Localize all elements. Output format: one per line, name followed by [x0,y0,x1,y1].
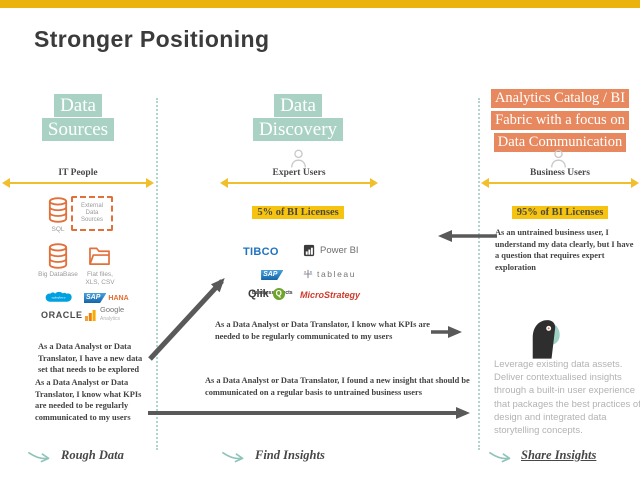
column-divider-left [156,98,158,450]
google-label: Google [100,305,125,314]
arrow-right-tip [146,178,154,188]
flat-files-label: Flat files, XLS, CSV [85,271,115,286]
col2-note-new-insight: As a Data Analyst or Data Translator, I … [205,376,470,397]
col3-audience-arrow: Business Users [481,168,639,188]
col1-footer-label: Rough Data [61,448,124,462]
arrow-left-tip [2,178,10,188]
qlik-logo: Qlik Q [248,288,285,300]
tibco-logo: TIBCO [243,246,279,258]
col3-audience-label: Business Users [530,168,590,178]
col1-note-kpis: As a Data Analyst or Data Translator, I … [35,378,142,422]
tableau-logo: tableau [303,269,356,279]
col3-license-badge: 95% of BI Licenses [511,206,609,219]
col1-audience-label: IT People [58,168,98,178]
google-analytics-bars-icon [85,309,96,321]
arrow-right-tip [631,178,639,188]
salesforce-label: salesforce [51,296,66,300]
microstrategy-logo: MicroStrategy [300,290,361,300]
expert-user-person-icon [290,149,307,168]
sql-label: SQL [51,226,65,233]
tableau-plus-icon [303,269,313,279]
page-title: Stronger Positioning [34,26,270,52]
col3-pitch-text: Leverage existing data assets. Deliver c… [494,359,640,437]
col3-footer-label: Share Insights [521,448,597,462]
rough-data-swoosh-icon [28,450,56,463]
col1-note-new-dataset: As a Data Analyst or Data Translator, I … [38,342,143,374]
flat-files-folder-icon [88,246,111,266]
col3-header: Analytics Catalog / BI Fabric with a foc… [480,89,640,155]
top-accent-bar [0,0,640,8]
col3-note-business-user: As an untrained business user, I underst… [495,228,634,272]
salesforce-logo: salesforce [45,290,72,308]
col1-header-line1: Data [54,94,102,117]
sap-logo: SAP [261,270,284,280]
column-divider-right [478,98,480,450]
tableau-label: tableau [317,269,357,279]
col2-header-line1: Data [274,94,322,117]
col2-header-line2: Discovery [252,118,344,141]
col1-header: Data Sources [0,94,156,142]
big-database-icon [48,243,68,269]
col2-audience-arrow: Expert Users [220,168,378,188]
toucan-logo [527,317,563,361]
find-insights-swoosh-icon [222,450,250,463]
google-analytics-logo: Google Analytics [84,306,124,323]
sap-businessobjects-logo: SAP BusinessObjects [252,263,293,299]
sql-database-icon [48,197,68,223]
big-database-label: Big DataBase [38,271,78,278]
oracle-logo: ORACLE [41,310,83,320]
col2-license-badge: 5% of BI Licenses [252,206,344,219]
google-analytics-sub-label: Analytics [100,316,121,322]
col1-audience-arrow: IT People [2,168,154,188]
sap-logo: SAP [84,293,107,303]
col1-header-line2: Sources [41,118,115,141]
col2-license-badge-wrap: 5% of BI Licenses [156,202,440,220]
qlik-label: Qlik [248,288,269,300]
powerbi-label: Power BI [320,245,359,256]
col3-license-badge-wrap: 95% of BI Licenses [480,202,640,220]
external-data-sources-label: External Data Sources [80,203,103,223]
arrow-left-tip [220,178,228,188]
powerbi-logo: Power BI [303,244,359,257]
col3-header-line1: Analytics Catalog / BI [490,89,630,108]
arrow-right-tip [370,178,378,188]
col3-header-line3: Data Communication [493,133,627,152]
powerbi-icon [303,244,315,257]
arrow-rough-to-discovery [148,278,225,361]
col3-header-line2: Fabric with a focus on [491,111,629,130]
col2-note-kpis: As a Data Analyst or Data Translator, I … [215,320,430,341]
col2-header: Data Discovery [156,94,440,142]
col2-audience-label: Expert Users [272,168,326,178]
external-data-sources-box: External Data Sources [71,196,113,231]
share-insights-swoosh-icon [489,450,517,463]
arrow-left-tip [481,178,489,188]
qlik-q-icon: Q [272,288,285,300]
col2-footer-label: Find Insights [255,448,325,462]
hana-label: HANA [108,294,129,302]
business-user-person-icon [550,149,567,168]
businessobjects-label: BusinessObjects [252,290,293,296]
